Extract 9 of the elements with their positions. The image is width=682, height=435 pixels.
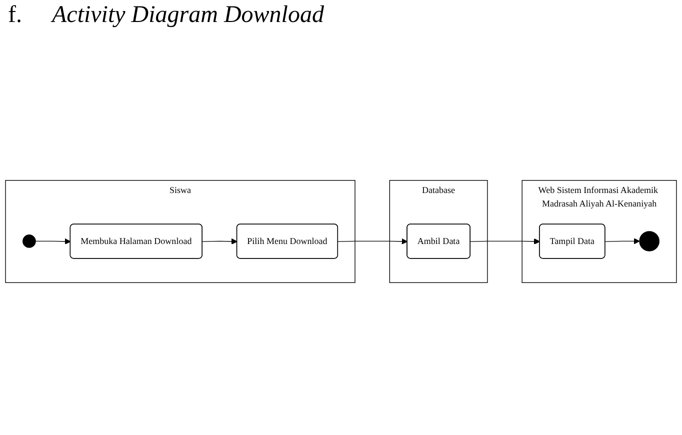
list-marker: f. bbox=[8, 2, 22, 28]
arrow bbox=[604, 238, 640, 244]
node-circle bbox=[22, 234, 36, 248]
arrow bbox=[202, 238, 238, 244]
arrow bbox=[470, 238, 540, 244]
arrow bbox=[338, 238, 408, 244]
diagram-title: Activity Diagram Download bbox=[52, 2, 324, 30]
node-circle bbox=[639, 231, 660, 252]
arrow bbox=[35, 238, 71, 244]
